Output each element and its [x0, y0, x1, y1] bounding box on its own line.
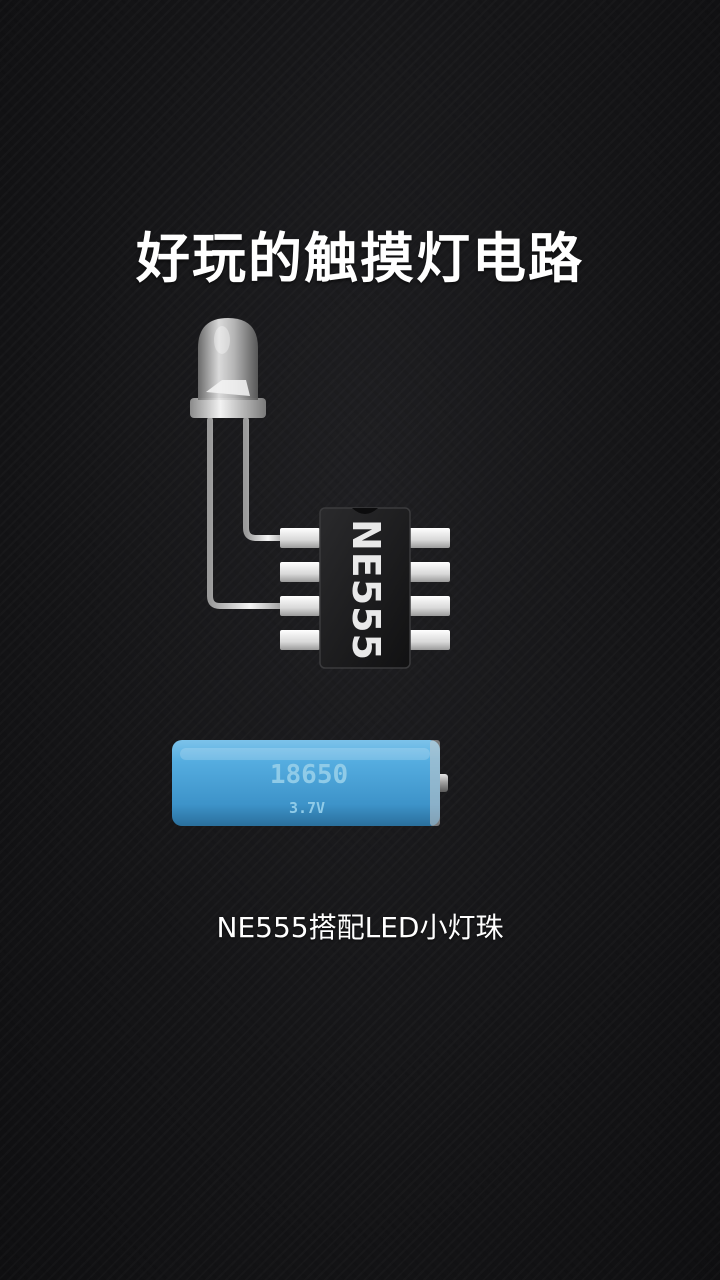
led-leg-short [243, 417, 293, 541]
battery-model-label: 18650 [270, 760, 348, 790]
led-flange [190, 398, 266, 418]
chip-pin-8 [408, 528, 450, 548]
chip-pin-2 [280, 562, 320, 582]
ne555-chip: NE555 [280, 507, 450, 669]
chip-pin-4 [280, 630, 320, 650]
led-leg-long [207, 417, 293, 609]
caption: NE555搭配LED小灯珠 [216, 911, 504, 944]
chip-pin-6 [408, 596, 450, 616]
led-lead-frame [206, 380, 250, 396]
battery-voltage-label: 3.7V [289, 799, 325, 817]
chip-notch [352, 508, 378, 514]
chip-pin-5 [408, 630, 450, 650]
circuit-illustration: NE555 18650 3.7V [172, 318, 450, 826]
battery-top-band [430, 740, 440, 826]
page-title: 好玩的触摸灯电路 [136, 227, 584, 290]
chip-label: NE555 [344, 519, 388, 661]
chip-pin-1 [280, 528, 320, 548]
led-component [190, 318, 293, 609]
battery-body [172, 740, 440, 826]
led-dome [198, 318, 258, 400]
chip-pin-7 [408, 562, 450, 582]
battery-18650: 18650 3.7V [172, 740, 448, 826]
chip-pin-3 [280, 596, 320, 616]
